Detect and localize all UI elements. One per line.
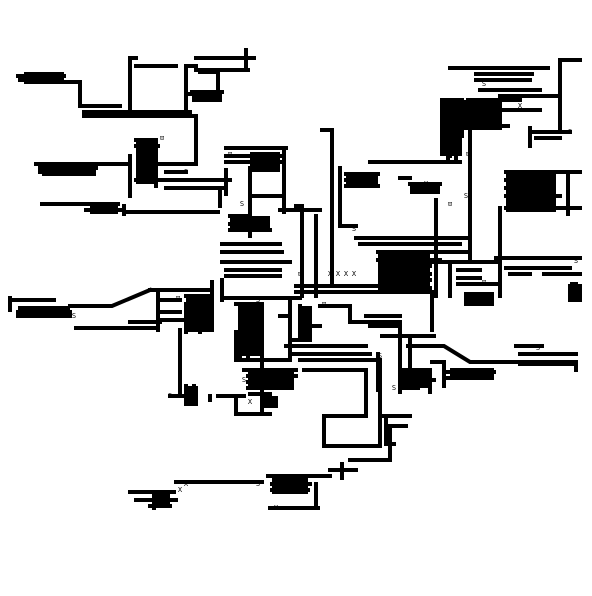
spawn-marker: S xyxy=(352,225,356,233)
spawn-marker: S xyxy=(482,80,486,88)
crate-marker: X xyxy=(328,270,333,278)
switch-marker: ⊡ xyxy=(394,286,398,294)
crate-marker: X xyxy=(518,102,523,110)
solid-blocks xyxy=(18,72,582,508)
crate-marker: X xyxy=(274,504,279,512)
switch-marker: ⊡ xyxy=(466,150,470,158)
switch-marker: ⊡ xyxy=(298,270,302,278)
spawn-marker: S xyxy=(568,128,572,136)
spawn-marker: S xyxy=(256,296,260,304)
spawn-marker: S xyxy=(574,257,578,265)
spawn-marker: S xyxy=(242,376,246,384)
crate-marker: X xyxy=(248,398,253,406)
spawn-marker: S xyxy=(184,168,188,176)
switch-marker: ⊡ xyxy=(160,134,164,142)
spawn-marker: S xyxy=(18,73,22,81)
switch-marker: ⊡ xyxy=(530,180,534,188)
spawn-marker: S xyxy=(536,344,540,352)
spawn-marker: S xyxy=(240,200,244,208)
crate-marker: X xyxy=(424,180,429,188)
switch-marker: ⊡ xyxy=(448,200,452,208)
crate-marker: X xyxy=(178,486,183,494)
switch-marker: ⊡ xyxy=(322,300,326,308)
crate-marker: X xyxy=(418,184,423,192)
spawn-marker: S xyxy=(168,392,172,400)
switch-marker: ⊡ xyxy=(228,150,232,158)
crate-marker: X xyxy=(344,270,349,278)
switch-marker: ⊡ xyxy=(176,294,180,302)
crate-marker: X xyxy=(336,270,341,278)
crate-marker: X xyxy=(352,270,357,278)
spawn-marker: S xyxy=(378,352,382,360)
crate-marker: X xyxy=(184,480,189,488)
switch-marker: ⊡ xyxy=(482,278,486,286)
spawn-marker: S xyxy=(256,480,260,488)
spawn-marker: S xyxy=(392,384,396,392)
switch-marker: ⊡ xyxy=(320,366,324,374)
spawn-marker: S xyxy=(464,192,468,200)
spawn-marker: S xyxy=(72,312,76,320)
